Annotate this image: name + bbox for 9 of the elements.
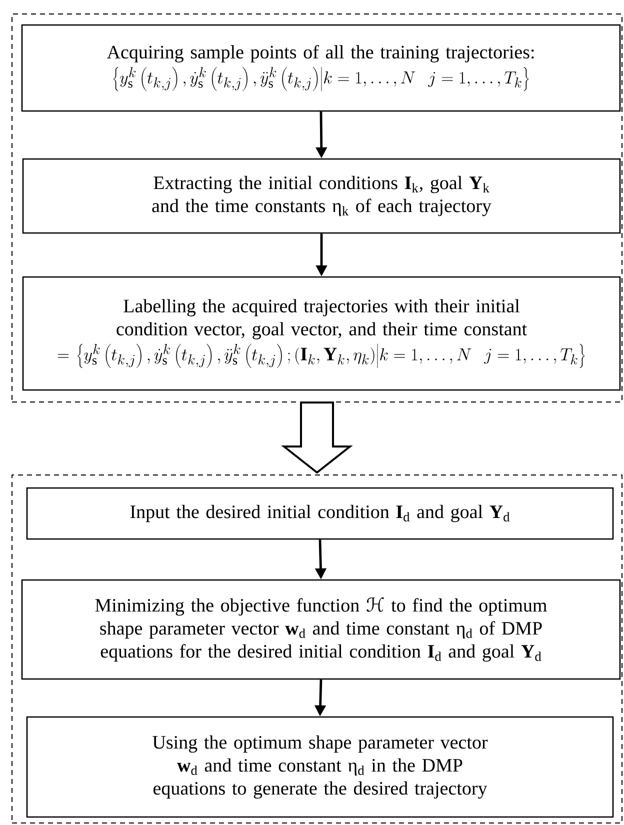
process-box: Minimizing the objective function ℋ to find the optimum shape parameter vector w$_{d}$ and time constant η$_{d}$ of DMP equations for the desired initial condition I$_{d}$ and goal Y$_{d}$ <box>21 579 621 680</box>
process-box: Using the optimum shape parameter vector w$_{d}$ and time constant η$_{d}$ in the DMP equations to generate the desired trajectory <box>26 716 614 818</box>
process-box: Input the desired initial condition I$_{d}$ and goal Y$_{d}$ <box>26 487 614 540</box>
dashed-group-frame <box>12 474 622 824</box>
process-box: Labelling the acquired trajectories with their initial condition vector, goal vector, and their time constant $= \left\{y_{\mathrm{s}}^{k}\left(t_{k,j}\right), \dot{y}_{\mathrm{s}}^{k}\left(t_{k,j}\right), \ddot{y}_{\mathrm{s}}^{k}\left(t_{k,j}\right); \left(\mathbf{I}_{k}, \mathbf{Y}_{k}, \eta_{k}\right) \middle| k = 1,\dots,N\ \ j = 1,\dots,T_{k}\right\}$ <box>22 276 621 391</box>
process-box: Acquiring sample points of all the training trajectories: $\left\{y_{\mathrm{s}}^{k}\left(t_{k,j}\right), \dot{y}_{\mathrm{s}}^{k}\left(t_{k,j}\right), \ddot{y}_{\mathrm{s}}^{k}\left(t_{k,j}\right) \middle| k = 1,\dots,N\ \ j = 1,\dots,T_{k}\right\}$ <box>21 24 621 112</box>
process-box: Extracting the initial conditions I$_{k}$, goal Y$_{k}$ and the time constants η$_{k}$ of each trajectory <box>22 158 621 234</box>
dashed-group-frame <box>12 14 622 402</box>
block-arrow <box>281 402 353 474</box>
